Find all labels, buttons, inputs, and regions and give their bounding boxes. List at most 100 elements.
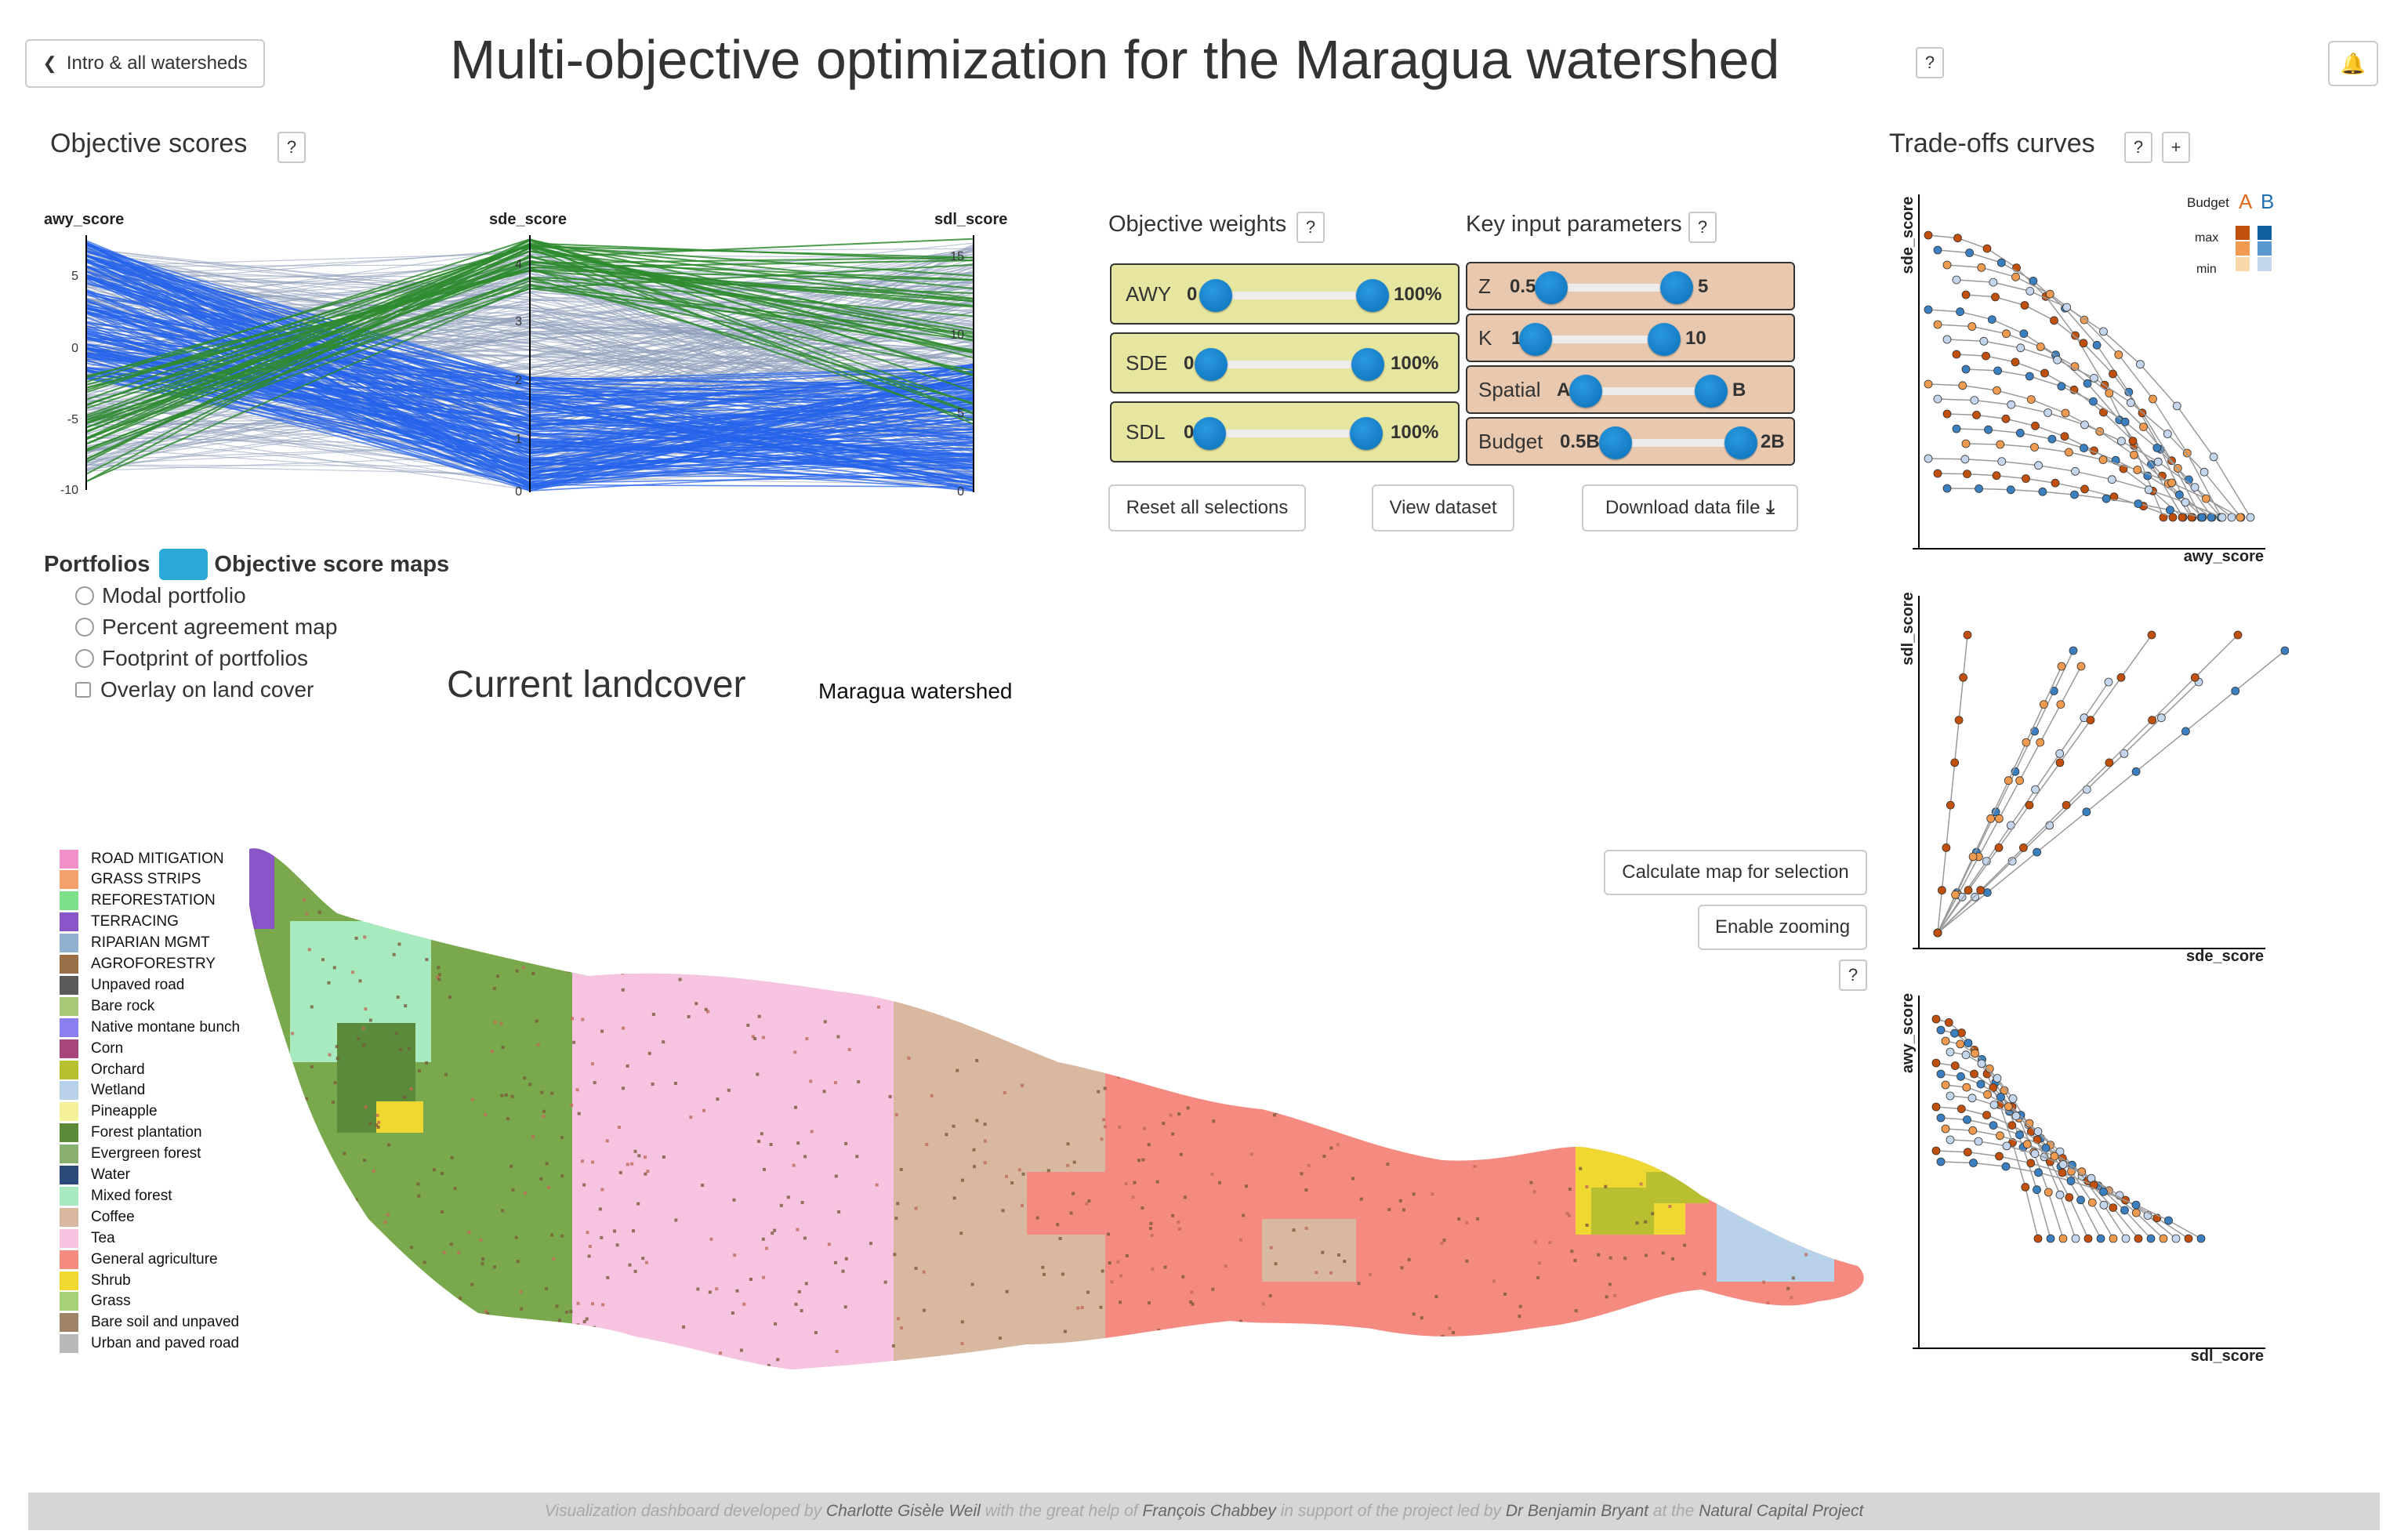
slider-handle-max[interactable] [1356,279,1389,312]
param-slider-k[interactable]: K 1 10 [1466,314,1795,362]
legend-swatch [60,1017,78,1037]
radio-button[interactable] [75,618,94,637]
params-help-button[interactable]: ? [1688,212,1717,243]
pc-tick: 10 [950,328,964,342]
weight-label: AWY [1126,282,1172,306]
param-max: 2B [1761,431,1785,452]
tradeoff-plots[interactable]: Budget A B max min sde_score awy_score s… [1881,180,2289,1372]
notifications-button[interactable]: 🔔 [2328,41,2378,86]
slider-handle-max[interactable] [1350,417,1383,450]
footer-author[interactable]: Charlotte Gisèle Weil [825,1502,981,1520]
legend-swatch [60,891,78,911]
pc-tick: -5 [67,413,78,426]
slider-handle-min[interactable] [1569,375,1602,408]
slider-handle-max[interactable] [1660,271,1693,304]
weight-slider-awy[interactable]: AWY 0 100% [1110,263,1460,325]
legend-swatch [60,912,78,932]
slider-handle-max[interactable] [1724,426,1757,459]
pc-tick: 5 [71,270,78,283]
parallel-coordinates-plot[interactable]: awy_score 5 0 -5 -10 sde_score 4 3 2 1 0… [31,204,1043,502]
legend-swatch [60,1292,78,1311]
weights-help-button[interactable]: ? [1296,212,1325,243]
legend-item: Corn [60,1038,123,1059]
download-icon: ⤓ [1766,497,1775,518]
legend-label: Grass [91,1293,131,1310]
legend-swatch [60,1334,78,1354]
option-footprint[interactable]: Footprint of portfolios [75,646,308,671]
view-dataset-button[interactable]: View dataset [1372,484,1514,531]
credits-footer: Visualization dashboard developed by Cha… [28,1493,2380,1530]
tradeoffs-heading: Trade-offs curves [1889,129,2095,158]
slider-track[interactable] [1574,387,1707,395]
legend-label: Shrub [91,1271,131,1289]
legend-budget-label: Budget [2187,195,2229,210]
legend-swatch [60,975,78,995]
legend-swatch [60,1186,78,1206]
legend-item: REFORESTATION [60,891,216,912]
slider-handle-max[interactable] [1695,375,1728,408]
param-slider-z[interactable]: Z 0.5 5 [1466,262,1795,310]
slider-handle-max[interactable] [1351,348,1384,381]
slider-track[interactable] [1209,361,1381,368]
weight-slider-sdl[interactable]: SDL 0 100% [1110,401,1460,462]
weight-slider-sde[interactable]: SDE 0 100% [1110,332,1460,394]
pc-tick: 0 [515,485,522,499]
option-overlay[interactable]: Overlay on land cover [75,677,314,702]
param-slider-spatial[interactable]: Spatial A B [1466,365,1795,414]
calculate-map-button[interactable]: Calculate map for selection [1604,850,1867,895]
option-label: Percent agreement map [102,615,338,639]
toggle-switch[interactable] [156,549,209,580]
slider-handle-min[interactable] [1193,417,1226,450]
slider-handle-min[interactable] [1519,323,1552,356]
map-help-button[interactable]: ? [1839,959,1867,991]
reset-selections-button[interactable]: Reset all selections [1108,484,1306,531]
pc-tick: 5 [957,407,964,420]
pc-axis-awy: awy_score 5 0 -5 -10 [44,211,124,497]
option-modal-portfolio[interactable]: Modal portfolio [75,583,246,608]
slider-track[interactable] [1546,284,1687,292]
radio-button[interactable] [75,586,94,605]
plot-xlabel: awy_score [2184,548,2264,565]
slider-track[interactable] [1209,430,1381,437]
title-help-button[interactable]: ? [1916,47,1944,78]
weight-min: 0 [1184,353,1195,374]
view-toggle[interactable]: Portfolios Objective score maps [44,549,449,580]
back-to-intro-button[interactable]: ❮ Intro & all watersheds [25,39,265,88]
tradeoffs-help-button[interactable]: ? [2124,132,2152,163]
download-data-button[interactable]: Download data file ⤓ [1582,484,1798,531]
slider-handle-min[interactable] [1535,271,1568,304]
watershed-map[interactable] [243,843,1873,1384]
pc-tick: -10 [60,484,78,497]
footer-org[interactable]: Natural Capital Project [1699,1502,1864,1520]
legend-swatch [60,1039,78,1058]
tradeoff-plot-sde-sdl: sdl_score sde_score [1899,592,2289,965]
legend-label: Tea [91,1229,115,1246]
slider-handle-min[interactable] [1199,279,1232,312]
legend-item: Unpaved road [60,974,184,996]
slider-track[interactable] [1527,336,1676,343]
slider-track[interactable] [1605,439,1739,447]
param-slider-budget[interactable]: Budget 0.5B 2B [1466,417,1795,466]
radio-button[interactable] [75,649,94,668]
option-label: Modal portfolio [102,583,246,608]
page-title: Multi-objective optimization for the Mar… [450,29,1780,90]
checkbox[interactable] [75,682,91,698]
plot-ylabel: sde_score [1899,197,1917,274]
legend-label: Forest plantation [91,1124,202,1141]
legend-swatch [60,1250,78,1269]
footer-lead[interactable]: Dr Benjamin Bryant [1505,1502,1648,1520]
weight-min: 0 [1184,422,1195,443]
slider-track[interactable] [1213,292,1386,299]
legend-item: Urban and paved road [60,1333,239,1355]
tradeoffs-expand-button[interactable]: + [2162,132,2190,163]
enable-zooming-button[interactable]: Enable zooming [1698,905,1867,950]
slider-handle-max[interactable] [1648,323,1681,356]
slider-handle-min[interactable] [1599,426,1632,459]
legend-label: Evergreen forest [91,1145,201,1163]
footer-text: in support of the project led by [1280,1502,1502,1520]
footer-collaborator[interactable]: François Chabbey [1142,1502,1276,1520]
slider-handle-min[interactable] [1195,348,1228,381]
objective-scores-help-button[interactable]: ? [277,132,306,163]
weight-label: SDE [1126,351,1168,375]
option-percent-agreement[interactable]: Percent agreement map [75,615,337,640]
